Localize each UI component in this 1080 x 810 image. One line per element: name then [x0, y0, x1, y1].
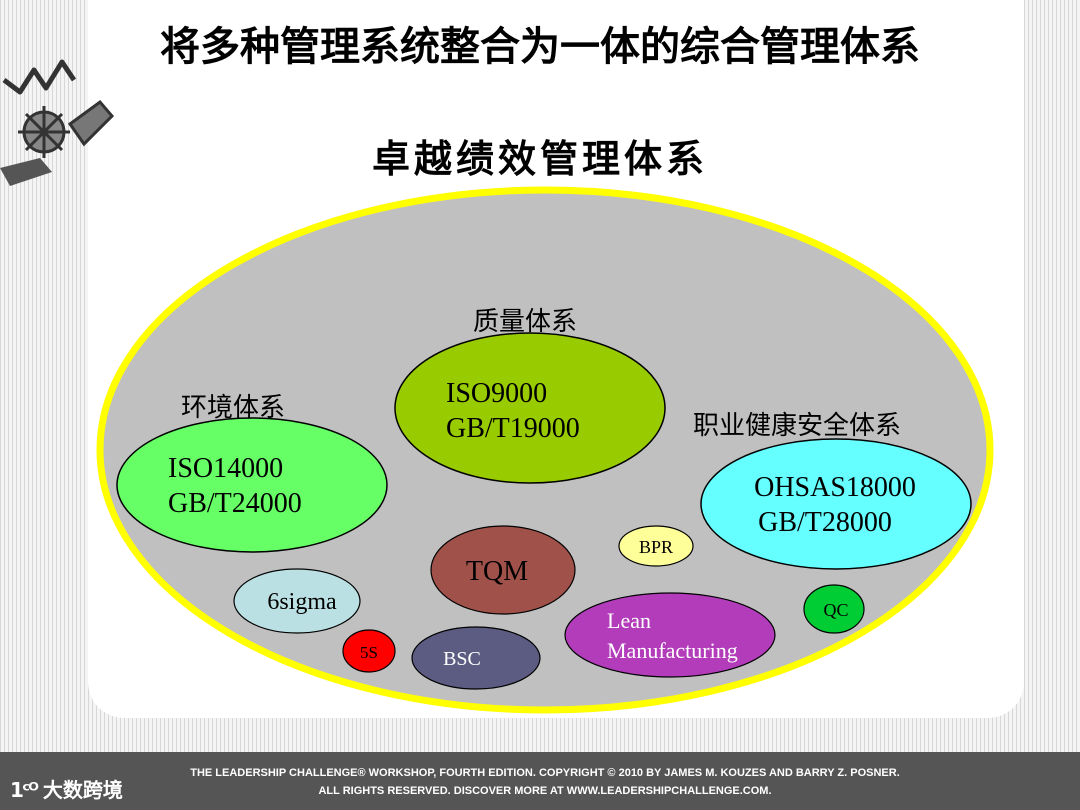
- lean-label-line2: Manufacturing: [607, 638, 738, 663]
- five-s-label: 5S: [360, 643, 378, 662]
- ohs-system-ellipse: [700, 438, 972, 570]
- tqm-label: TQM: [466, 556, 528, 587]
- six-sigma-label: 6sigma: [267, 589, 337, 615]
- bpr-label: BPR: [639, 537, 673, 557]
- environment-system-ellipse: [116, 417, 388, 553]
- bsc-label: BSC: [443, 648, 481, 670]
- lean-label-line1: Lean: [607, 608, 651, 633]
- quality-system-label: 质量体系: [473, 307, 577, 337]
- footer-rights-line: ALL RIGHTS RESERVED. DISCOVER MORE AT WW…: [318, 785, 772, 797]
- management-system-diagram: 质量体系 ISO9000 GB/T19000 环境体系 ISO14000 GB/…: [96, 186, 994, 714]
- environment-standard-gb: GB/T24000: [168, 488, 302, 519]
- tqm-ellipse: [430, 525, 576, 615]
- bsc-ellipse: [411, 626, 541, 690]
- ohs-standard-gb: GB/T28000: [758, 507, 892, 538]
- quality-standard-iso: ISO9000: [446, 378, 547, 409]
- lean-manufacturing-ellipse: [564, 592, 776, 678]
- qc-label: QC: [823, 600, 848, 620]
- corner-illustration-icon: [0, 59, 115, 186]
- footer-copyright-line: THE LEADERSHIP CHALLENGE® WORKSHOP, FOUR…: [190, 767, 900, 779]
- quality-standard-gb: GB/T19000: [446, 413, 580, 444]
- ohs-standard-ohsas: OHSAS18000: [754, 472, 916, 503]
- six-sigma-ellipse: [233, 568, 361, 634]
- environment-standard-iso: ISO14000: [168, 453, 283, 484]
- footer-bar: THE LEADERSHIP CHALLENGE® WORKSHOP, FOUR…: [0, 752, 1080, 810]
- diagram-title: 卓越绩效管理体系: [371, 136, 708, 181]
- brand-logo-text: 大数跨境: [42, 778, 123, 802]
- bpr-ellipse: [618, 525, 694, 567]
- quality-system-ellipse: [394, 332, 666, 484]
- page-title: 将多种管理系统整合为一体的综合管理体系: [160, 24, 920, 70]
- brand-logo-icon: 1ᶜᴼ: [10, 778, 39, 802]
- five-s-ellipse: [342, 629, 396, 673]
- qc-ellipse: [803, 584, 865, 634]
- ohs-system-label: 职业健康安全体系: [693, 411, 901, 441]
